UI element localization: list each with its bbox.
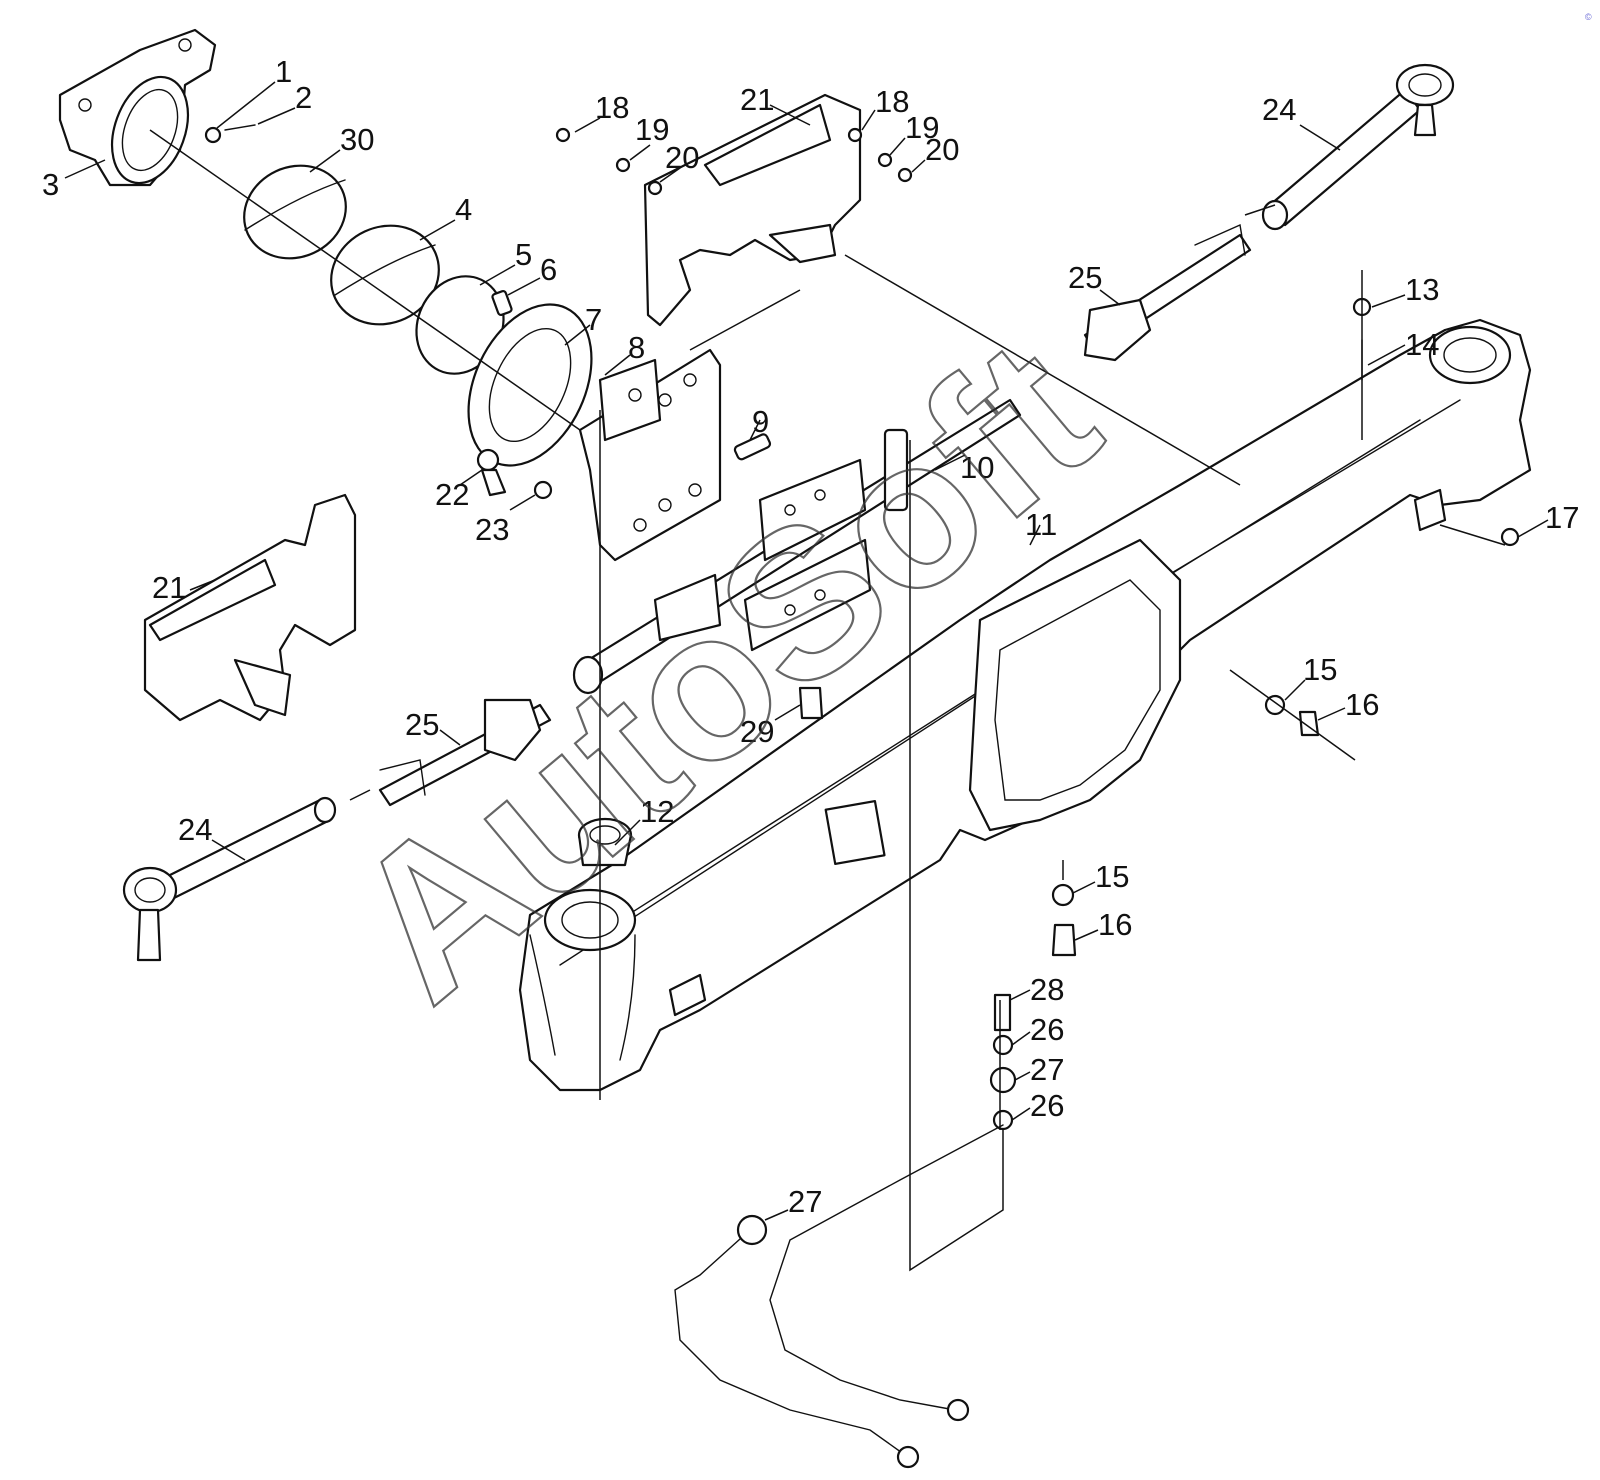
corner-mark: © [1585, 12, 1592, 22]
callout-19: 19 [635, 112, 669, 147]
leader-lines [149, 129, 1506, 1272]
ball-joint-right [1083, 223, 1252, 362]
callout-30: 30 [340, 122, 374, 157]
callout-24: 24 [1262, 92, 1296, 127]
callout-25b: 25 [405, 707, 439, 742]
callout-14: 14 [1405, 327, 1439, 362]
callout-labels: 1 2 3 30 4 5 6 7 8 9 10 11 12 13 14 15 1… [42, 54, 1579, 1221]
breather-hose [674, 1124, 1004, 1469]
callout-19b: 19 [905, 110, 939, 145]
callout-16b: 16 [1098, 907, 1132, 942]
callout-4: 4 [455, 192, 472, 227]
callout-24b: 24 [178, 812, 212, 847]
parts-line-art [58, 28, 1532, 1469]
callout-28: 28 [1030, 972, 1064, 1007]
pin [491, 290, 513, 316]
callout-2: 2 [295, 80, 312, 115]
callout-13: 13 [1405, 272, 1439, 307]
left-shield [143, 493, 357, 722]
bush-30 [243, 164, 347, 260]
callout-9: 9 [752, 404, 769, 439]
callout-22: 22 [435, 477, 469, 512]
callout-3: 3 [42, 167, 59, 202]
callout-5: 5 [515, 237, 532, 272]
callout-20b: 20 [925, 132, 959, 167]
callout-20: 20 [665, 140, 699, 175]
callout-25: 25 [1068, 260, 1102, 295]
pivot-housing [578, 348, 722, 562]
callout-27: 27 [1030, 1052, 1064, 1087]
callout-6: 6 [540, 252, 557, 287]
callout-10: 10 [960, 450, 994, 485]
callout-17: 17 [1545, 500, 1579, 535]
callout-29: 29 [740, 714, 774, 749]
tie-rod-left [122, 796, 337, 962]
callout-21: 21 [740, 82, 774, 117]
bush-4 [330, 224, 440, 326]
callout-18b: 18 [875, 84, 909, 119]
callout-7: 7 [585, 302, 602, 337]
tie-rod-right [1261, 63, 1455, 231]
callout-15b: 15 [1095, 859, 1129, 894]
axle-housing [518, 318, 1532, 1092]
ball-joint-left [378, 698, 552, 807]
callout-18: 18 [595, 90, 629, 125]
callout-26b: 26 [1030, 1088, 1064, 1123]
callout-23: 23 [475, 512, 509, 547]
callout-16: 16 [1345, 687, 1379, 722]
callout-27b: 27 [788, 1184, 822, 1219]
top-shield [643, 93, 862, 327]
key [733, 433, 772, 461]
callout-1: 1 [275, 54, 292, 89]
callout-12: 12 [640, 794, 674, 829]
callout-15: 15 [1303, 652, 1337, 687]
fasteners [204, 124, 1520, 1131]
callout-8: 8 [628, 330, 645, 365]
callout-11: 11 [1025, 507, 1057, 542]
callout-26: 26 [1030, 1012, 1064, 1047]
callout-21b: 21 [152, 570, 186, 605]
